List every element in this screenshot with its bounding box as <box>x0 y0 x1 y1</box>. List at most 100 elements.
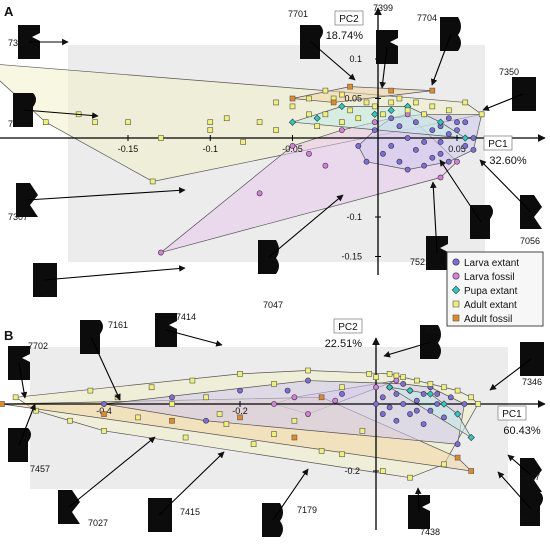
data-point <box>347 107 353 114</box>
pc1-label-box <box>497 405 527 421</box>
legend-marker <box>452 258 460 266</box>
shape-label: 7702 <box>28 341 48 351</box>
shape-icon <box>148 498 172 532</box>
data-point <box>42 119 49 125</box>
data-point <box>332 397 339 404</box>
shape-label: 7704 <box>417 13 437 23</box>
shape-arrow <box>414 487 422 513</box>
data-point <box>407 411 413 417</box>
legend-marker <box>452 300 460 308</box>
data-point <box>427 407 434 414</box>
y-tick-label: 0.05 <box>344 94 362 104</box>
data-point <box>461 134 469 142</box>
legend-label: Larva extant <box>464 258 519 269</box>
shape-arrow <box>158 451 225 516</box>
data-point <box>207 119 214 125</box>
data-point <box>322 87 329 94</box>
x-tick-label: -0.2 <box>232 406 248 416</box>
data-point <box>271 381 277 387</box>
data-point <box>373 401 379 407</box>
data-point <box>101 411 107 417</box>
data-point <box>388 87 395 94</box>
data-point <box>421 162 427 169</box>
data-point <box>289 142 296 149</box>
data-point <box>169 401 175 407</box>
data-point <box>237 387 243 394</box>
data-point <box>237 414 243 421</box>
shape-arrow <box>18 403 36 446</box>
data-point <box>363 158 370 165</box>
data-point <box>256 119 263 125</box>
data-point <box>400 401 407 407</box>
data-point <box>388 99 395 106</box>
pc1-label-box <box>483 135 513 151</box>
shape-label: 7521 <box>410 257 430 267</box>
data-point <box>453 410 462 418</box>
data-point <box>339 119 345 125</box>
data-point <box>380 111 386 118</box>
data-point <box>404 107 411 114</box>
data-point <box>470 146 477 153</box>
shape-label: 7179 <box>297 505 317 515</box>
data-point <box>288 118 297 126</box>
data-point <box>101 401 107 407</box>
shape-label: 7701 <box>288 9 308 19</box>
data-point <box>388 115 395 122</box>
data-point <box>203 417 209 424</box>
data-point <box>92 119 98 125</box>
data-point <box>371 103 378 110</box>
data-point <box>396 123 403 130</box>
data-point <box>379 411 386 417</box>
shape-icon <box>512 77 536 111</box>
data-point <box>379 468 386 474</box>
data-point <box>393 391 400 397</box>
data-point <box>462 99 469 106</box>
data-point <box>125 119 131 125</box>
data-point <box>289 95 296 102</box>
data-point <box>420 391 427 397</box>
data-point <box>447 394 454 401</box>
shape-arrow <box>165 329 223 347</box>
data-point <box>306 95 312 102</box>
data-point <box>216 411 223 417</box>
y-tick-label: -0.15 <box>341 252 362 262</box>
shape-icon <box>520 342 544 376</box>
shape-arrow <box>482 93 524 111</box>
data-point <box>284 387 291 394</box>
data-point <box>393 372 400 379</box>
data-point <box>305 411 311 417</box>
data-point <box>237 371 243 377</box>
data-point <box>0 401 5 407</box>
shape-arrow <box>430 181 438 254</box>
data-point <box>413 99 419 106</box>
data-point <box>393 417 400 424</box>
data-point <box>271 401 277 407</box>
data-point <box>273 99 279 106</box>
data-point <box>404 135 411 141</box>
pc2-variance: 22.51% <box>325 338 363 350</box>
data-point <box>339 91 345 98</box>
x-tick-label: -0.05 <box>282 144 303 154</box>
data-point <box>314 123 320 129</box>
shape-label: 7346 <box>522 377 542 387</box>
data-point <box>445 115 452 122</box>
shape-arrow <box>68 436 156 508</box>
shape-arrow <box>310 41 356 81</box>
data-point <box>421 139 427 145</box>
data-point <box>291 394 298 401</box>
data-point <box>437 139 444 145</box>
data-point <box>468 468 475 474</box>
shape-arrow <box>439 159 482 223</box>
shape-label: 7417 <box>520 472 540 482</box>
data-point <box>396 158 403 165</box>
data-point <box>305 367 311 374</box>
data-point <box>429 87 436 94</box>
legend-label: Larva fossil <box>464 272 515 283</box>
data-point <box>413 397 420 404</box>
data-point <box>467 433 475 442</box>
data-point <box>468 394 475 401</box>
x-tick-label: -0.4 <box>96 406 112 416</box>
shape-label: 7438 <box>420 527 440 537</box>
data-point <box>223 421 230 427</box>
